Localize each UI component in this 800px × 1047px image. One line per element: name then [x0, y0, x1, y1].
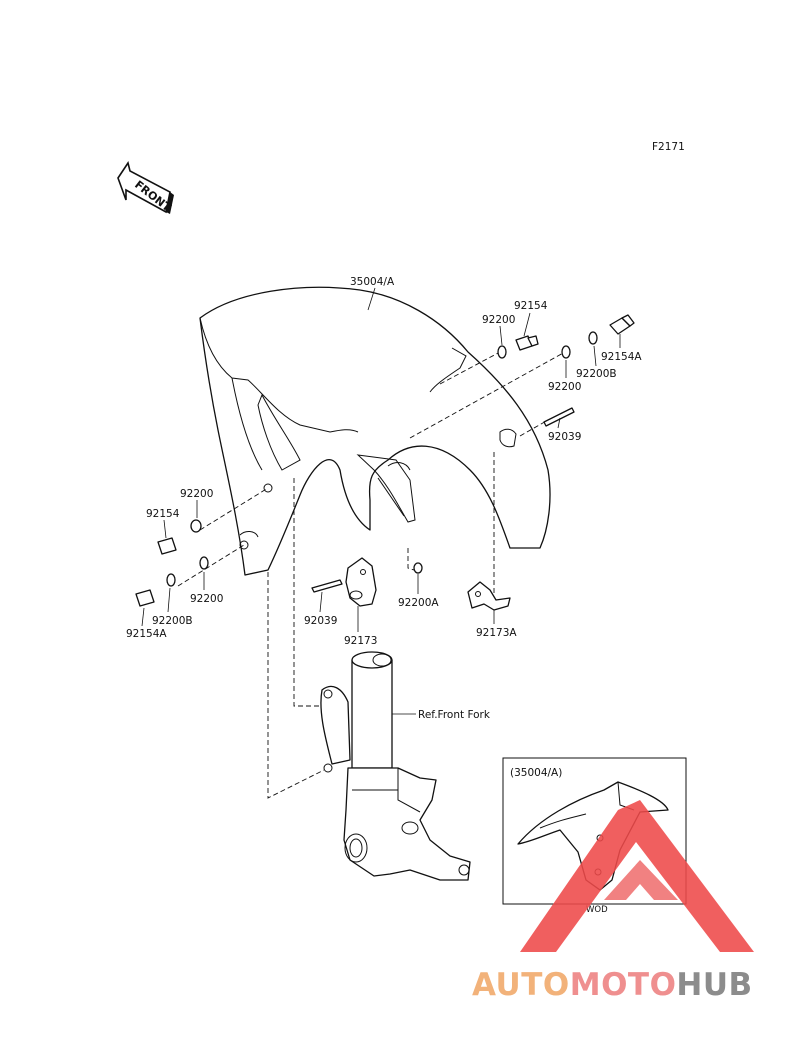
inset-label: (35004/A)	[510, 767, 562, 779]
top-right-hardware	[497, 314, 635, 427]
part-labels: 35004/A 92154 92200 92154A 92200B 92200 …	[126, 276, 642, 721]
right-bracket	[467, 581, 511, 611]
label-bolt-left: 92154	[146, 508, 180, 520]
diagram-code: F2171	[652, 141, 685, 153]
front-fork	[320, 651, 471, 881]
label-washer-left-top: 92200	[180, 488, 213, 500]
watermark-text: AUTOMOTOHUB	[472, 967, 753, 1003]
front-direction-arrow: FRONT	[117, 161, 174, 215]
svg-text:AUTOMOTOHUB: AUTOMOTOHUB	[472, 967, 753, 1003]
label-bolt-left-a: 92154A	[126, 628, 167, 640]
label-clamp-left: 92039	[304, 615, 337, 627]
assembly-guide-lines	[177, 351, 566, 799]
label-washer-left-b: 92200B	[152, 615, 193, 627]
left-bracket	[345, 557, 377, 607]
label-bolt-right-a: 92154A	[601, 351, 642, 363]
label-washer-right-b: 92200B	[576, 368, 617, 380]
watermark-moto: MOTO	[570, 967, 677, 1003]
watermark-hub: HUB	[676, 967, 752, 1003]
label-fender: 35004/A	[350, 276, 395, 288]
center-washer	[413, 562, 423, 574]
label-washer-center-a: 92200A	[398, 597, 439, 609]
front-fender	[199, 286, 551, 576]
inset-code: WOD	[586, 905, 608, 915]
leader-lines	[141, 287, 621, 715]
label-bracket-right: 92173A	[476, 627, 517, 639]
watermark-auto: AUTO	[472, 967, 570, 1003]
label-front-fork-ref: Ref.Front Fork	[418, 709, 491, 721]
label-washer-right: 92200	[548, 381, 581, 393]
label-washer-left-bottom: 92200	[190, 593, 223, 605]
label-clamp-right: 92039	[548, 431, 581, 443]
label-bracket-left: 92173	[344, 635, 377, 647]
watermark-logo-icon	[520, 800, 754, 952]
left-hardware	[135, 519, 343, 607]
label-washer-top: 92200	[482, 314, 515, 326]
label-bolt-top: 92154	[514, 300, 548, 312]
